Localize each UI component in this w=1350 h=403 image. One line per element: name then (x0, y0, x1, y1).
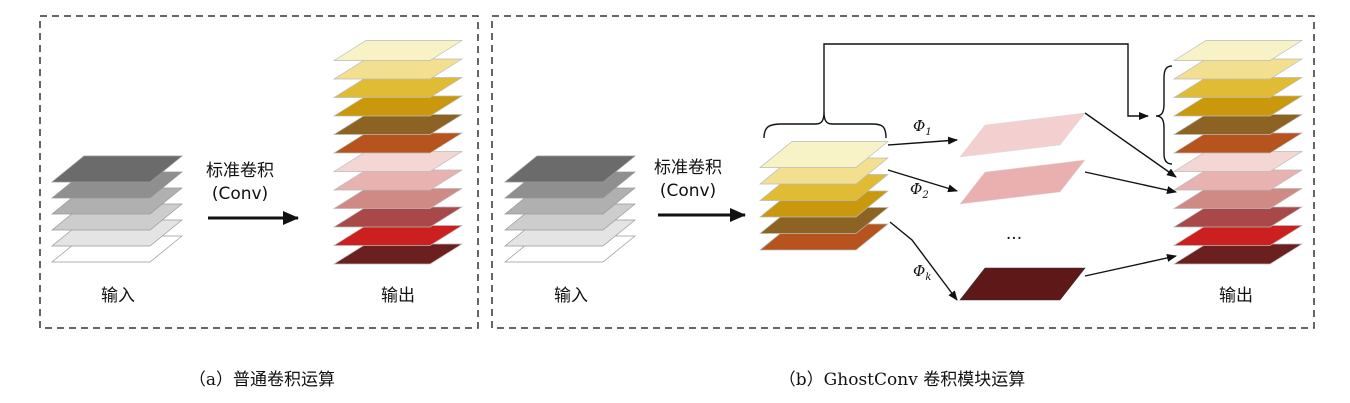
panel-a-output-stack (332, 40, 464, 265)
panel-b-caption: （b）GhostConv 卷积模块运算 (779, 370, 1025, 390)
panel-a-output-layer-11 (332, 58, 464, 80)
intrinsic-brace (763, 111, 887, 139)
ghost-1-to-output-arrow (1084, 112, 1177, 178)
panel-a-output-layer-12 (332, 40, 464, 61)
panel-a-output-layer-1 (332, 243, 464, 265)
panel-b-input-label: 输入 (554, 286, 588, 306)
panel-a-op-label-line2: (Conv) (212, 184, 268, 204)
ghost-ellipsis: ··· (1006, 229, 1022, 249)
panel-b-op-label-line2: (Conv) (660, 181, 716, 201)
ghost-map-1 (959, 112, 1086, 158)
panel-b-frame (491, 15, 1315, 329)
phi-1-arrow (887, 136, 958, 146)
panel-a-output-layer-9 (332, 95, 464, 117)
phi-1-label: Φ1 (913, 117, 932, 138)
panel-b-intrinsic-layer-6 (759, 141, 889, 168)
panel-b-output-stack (1172, 40, 1304, 265)
panel-b-output-layer-11 (1172, 58, 1304, 80)
phi-2-label: Φ2 (910, 180, 929, 201)
panel-a-output-layer-10 (332, 77, 464, 98)
panel-a-output-label: 输出 (381, 286, 415, 306)
panel-b-output-layer-5 (1172, 169, 1304, 191)
panel-a-caption: （a）普通卷积运算 (189, 370, 335, 390)
panel-b-output-layer-4 (1172, 188, 1304, 209)
panel-b-input-layer-6 (504, 155, 636, 183)
panel-b-input-stack (504, 155, 636, 263)
panel-b-output-layer-9 (1172, 95, 1304, 117)
panel-b-output-layer-6 (1172, 151, 1304, 172)
panel-a-op-label-line1: 标准卷积 (206, 161, 274, 181)
panel-a-output-layer-6 (332, 151, 464, 172)
panel-b-output-layer-10 (1172, 77, 1304, 98)
ghost-2-to-output-arrow (1084, 171, 1177, 194)
panel-a-output-layer-5 (332, 169, 464, 191)
phi-k-label: Φk (913, 262, 931, 283)
panel-b-output-layer-2 (1172, 225, 1304, 246)
ghost-map-2 (959, 159, 1086, 205)
panel-b-output-layer-8 (1172, 114, 1304, 135)
ghost-map-k (959, 267, 1086, 301)
panel-b-output-label: 输出 (1219, 286, 1253, 306)
panel-a-output-layer-4 (332, 188, 464, 209)
ghost-k-to-output-arrow (1084, 254, 1177, 277)
phi-2-arrow (887, 169, 958, 193)
phi-k-arrow (889, 221, 958, 301)
identity-skip-arrow (823, 43, 1149, 120)
panel-a-input-label: 输入 (101, 286, 135, 306)
panel-a-output-layer-3 (332, 206, 464, 228)
panel-a-input-layer-6 (51, 155, 183, 183)
panel-b-intrinsic-stack (759, 141, 889, 251)
panel-b-output-layer-3 (1172, 206, 1304, 228)
output-brace (1155, 65, 1173, 165)
panel-a-output-layer-8 (332, 114, 464, 135)
panel-b-op-label-line1: 标准卷积 (654, 158, 722, 178)
panel-a-input-stack (51, 155, 183, 263)
panel-a-output-layer-7 (332, 132, 464, 154)
panel-b-output-layer-7 (1172, 132, 1304, 154)
panel-b-output-layer-12 (1172, 40, 1304, 61)
panel-a-output-layer-2 (332, 225, 464, 246)
panel-b-output-layer-1 (1172, 243, 1304, 265)
panel-a-frame (39, 15, 479, 329)
